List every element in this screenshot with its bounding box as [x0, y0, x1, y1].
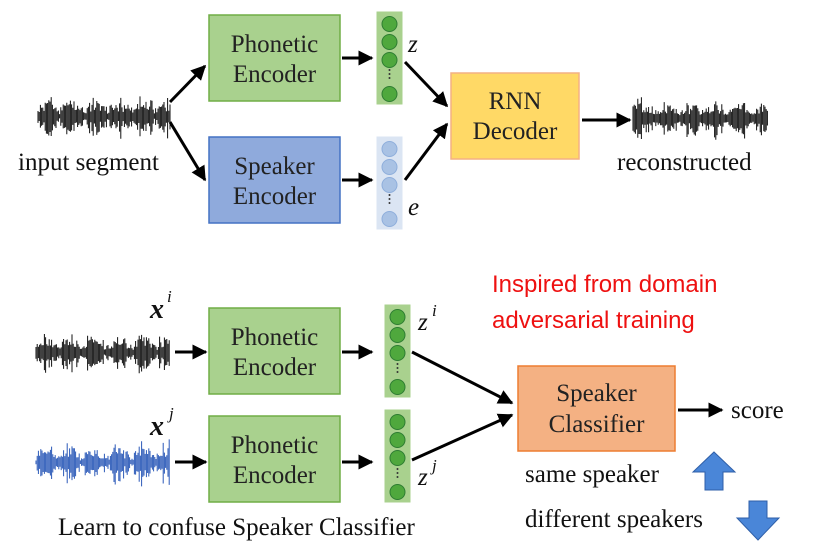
waveform-reconstructed [632, 97, 768, 140]
e-unit-4 [381, 211, 398, 227]
phonetic-encoder-top-line2: Encoder [233, 61, 317, 88]
phonetic-encoder-bottom-2: Phonetic Encoder [208, 415, 341, 503]
arrow-e-to-decoder [403, 122, 449, 181]
reconstructed-caption: reconstructed [617, 149, 752, 176]
zj-label: z [417, 464, 428, 491]
rnn-decoder-line2: Decoder [473, 118, 558, 145]
zj-unit-4 [389, 484, 406, 500]
different-speakers-label: different speakers [525, 506, 703, 533]
waveform-xj [35, 439, 170, 487]
arrow-zj-to-classifier [411, 413, 514, 462]
z-vector [376, 11, 403, 105]
score-label: score [731, 397, 784, 424]
note-line2: adversarial training [492, 307, 695, 334]
waveform-input [37, 96, 171, 139]
wave-xj-trace [35, 439, 170, 487]
wave-input-trace [37, 96, 171, 139]
phonetic-encoder-bottom-1: Phonetic Encoder [208, 307, 341, 395]
phonetic-encoder-2-line1: Phonetic [231, 432, 319, 459]
phonetic-encoder-1-line2: Encoder [233, 354, 317, 381]
xj-label: x [149, 411, 164, 442]
speaker-classifier: Speaker Classifier [517, 365, 676, 452]
zi-unit-1 [389, 309, 406, 325]
phonetic-encoder-top: Phonetic Encoder [208, 14, 341, 102]
rnn-decoder: RNN Decoder [450, 72, 580, 160]
xi-sup: i [167, 287, 172, 306]
z-unit-4 [381, 86, 398, 102]
e-label: e [408, 194, 419, 221]
bottom-caption: Learn to confuse Speaker Classifier [58, 514, 415, 541]
same-speaker-label: same speaker [525, 461, 660, 488]
z-unit-2 [381, 34, 398, 50]
arrow-input-to-speaker [168, 121, 207, 182]
arrow-down-icon [735, 500, 781, 541]
waveform-xi [35, 334, 170, 374]
zi-vector [384, 304, 411, 398]
input-segment-caption: input segment [18, 149, 159, 176]
zi-unit-2 [389, 327, 406, 343]
zj-unit-3 [389, 450, 406, 466]
speaker-classifier-line2: Classifier [549, 411, 645, 438]
zj-unit-2 [389, 432, 406, 448]
zj-unit-1 [389, 414, 406, 430]
e-unit-3 [381, 177, 398, 193]
arrow-zi-to-classifier [411, 350, 514, 405]
phonetic-encoder-1-line1: Phonetic [231, 324, 319, 351]
note-line1: Inspired from domain [492, 271, 717, 298]
z-unit-1 [381, 16, 398, 32]
e-unit-2 [381, 159, 398, 175]
zj-sup: j [430, 456, 437, 475]
e-unit-1 [381, 141, 398, 157]
wave-output-trace [632, 97, 768, 140]
zi-unit-4 [389, 379, 406, 395]
e-vector [376, 136, 403, 230]
speaker-encoder-line1: Speaker [234, 153, 315, 180]
xi-label: x [149, 294, 164, 325]
xj-sup: j [167, 404, 174, 423]
zi-sup: i [432, 301, 437, 320]
arrow-z-to-decoder [403, 60, 449, 108]
zj-vector [384, 409, 411, 503]
speaker-encoder-line2: Encoder [233, 183, 317, 210]
phonetic-encoder-2-line2: Encoder [233, 462, 317, 489]
speaker-encoder: Speaker Encoder [208, 136, 341, 224]
speaker-classifier-line1: Speaker [556, 380, 637, 407]
phonetic-encoder-top-line1: Phonetic [231, 31, 319, 58]
arrow-up-icon [691, 451, 737, 491]
zi-label: z [417, 309, 428, 336]
arrow-input-to-phonetic [168, 64, 207, 104]
wave-xi-trace [35, 334, 170, 374]
z-label: z [407, 31, 418, 58]
zi-unit-3 [389, 345, 406, 361]
z-unit-3 [381, 52, 398, 68]
rnn-decoder-line1: RNN [489, 88, 542, 115]
